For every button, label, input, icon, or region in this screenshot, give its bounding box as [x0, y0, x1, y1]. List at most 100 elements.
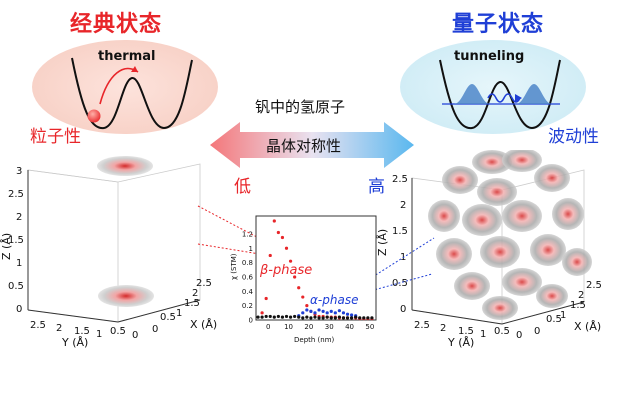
data-point-series-2 — [297, 315, 301, 319]
inset-x-label: Depth (nm) — [294, 336, 335, 344]
data-point-series-1 — [309, 309, 313, 313]
data-point-series-1 — [305, 308, 309, 312]
inset-x-ticks: 0 10 20 30 40 50 — [266, 323, 374, 331]
data-point-series-1 — [333, 311, 337, 315]
data-point-series-1 — [325, 311, 329, 315]
data-point-series-1 — [345, 312, 350, 316]
tunneling-label: tunneling — [454, 49, 524, 64]
svg-text:0: 0 — [16, 304, 22, 315]
inset-y-tick: 0.2 — [242, 302, 253, 310]
svg-text:2: 2 — [192, 288, 198, 299]
particle-nature-label: 粒子性 — [30, 127, 81, 147]
data-point-series-2 — [272, 315, 276, 319]
x-tick-labels: 0 0.5 1 1.5 2 2.5 — [152, 278, 212, 335]
svg-text:2: 2 — [16, 212, 22, 223]
y-axis-label: Y (Å) — [447, 336, 474, 349]
svg-text:2.5: 2.5 — [392, 174, 408, 185]
inset-y-tick: 0.8 — [242, 259, 253, 267]
low-symmetry-label: 低 — [234, 177, 251, 197]
data-point-series-0 — [288, 259, 293, 263]
data-point-series-2 — [354, 315, 358, 319]
z-axis-label: Z (Å) — [0, 233, 13, 260]
svg-text:0.5: 0.5 — [8, 281, 24, 292]
inset-data-points — [256, 219, 374, 321]
svg-text:2: 2 — [440, 323, 446, 334]
plot-axes — [27, 170, 201, 323]
inset-y-tick: 0.6 — [242, 273, 254, 281]
data-point-series-2 — [256, 315, 260, 319]
svg-text:2.5: 2.5 — [30, 320, 46, 331]
data-point-series-2 — [333, 316, 337, 320]
svg-text:0.5: 0.5 — [546, 314, 562, 325]
svg-text:0: 0 — [516, 330, 522, 341]
inset-x-tick: 10 — [284, 323, 293, 331]
data-point-series-1 — [329, 309, 333, 313]
svg-text:0.5: 0.5 — [392, 278, 408, 289]
data-point-series-2 — [284, 314, 289, 319]
svg-text:0.5: 0.5 — [160, 312, 176, 323]
svg-text:1: 1 — [96, 329, 102, 340]
data-point-series-2 — [366, 316, 370, 320]
data-point-series-0 — [268, 253, 272, 258]
data-point-series-0 — [301, 295, 305, 299]
svg-text:0.5: 0.5 — [110, 326, 126, 337]
beta-connector-2 — [197, 243, 273, 257]
data-point-series-1 — [313, 311, 317, 315]
data-point-series-1 — [341, 311, 346, 315]
quantum-title: 量子状态 — [452, 12, 545, 37]
x-tick-labels: 0 0.5 1 1.5 2 2.5 — [534, 280, 602, 337]
data-point-series-0 — [276, 230, 280, 235]
right-3d-plot: 0 0.5 1 1.5 2 2.5 Z (Å) 2.5 2 1.5 1 0.5 … — [376, 150, 602, 349]
inset-x-tick: 30 — [325, 323, 334, 331]
data-point-series-2 — [293, 314, 297, 319]
data-point-series-2 — [313, 315, 317, 319]
svg-text:1: 1 — [176, 308, 182, 319]
svg-text:1: 1 — [480, 329, 486, 340]
hydrogen-in-vanadium-title: 钒中的氢原子 — [255, 98, 346, 116]
data-point-series-1 — [349, 313, 354, 317]
data-point-series-2 — [305, 315, 309, 319]
data-point-series-2 — [329, 316, 333, 320]
inset-x-tick: 0 — [266, 323, 270, 331]
svg-text:1.5: 1.5 — [458, 326, 474, 337]
svg-text:1: 1 — [560, 310, 566, 321]
y-axis-label: Y (Å) — [61, 336, 88, 349]
data-point-series-1 — [317, 308, 321, 312]
svg-text:1.5: 1.5 — [570, 300, 586, 311]
quantum-bubble — [400, 40, 586, 134]
data-point-series-0 — [297, 286, 301, 290]
hydrogen-density-cloud — [428, 150, 592, 320]
inset-y-ticks: 0 0.2 0.4 0.6 0.8 1 1.2 — [242, 230, 254, 324]
svg-text:0: 0 — [400, 304, 406, 315]
data-point-series-1 — [321, 309, 325, 313]
high-symmetry-label: 高 — [368, 177, 385, 197]
data-point-series-2 — [280, 315, 285, 319]
data-point-series-2 — [370, 316, 374, 320]
data-point-series-2 — [358, 316, 362, 320]
svg-text:1: 1 — [16, 258, 22, 269]
inset-y-tick: 1 — [249, 245, 253, 253]
data-point-series-0 — [264, 296, 268, 301]
data-point-series-2 — [301, 316, 305, 320]
classical-title: 经典状态 — [70, 12, 163, 37]
z-tick-labels: 0 0.5 1 1.5 2 2.5 3 — [8, 166, 24, 315]
data-point-series-0 — [284, 246, 289, 250]
tunneling-wave — [487, 93, 521, 103]
inset-depth-chart: 0 0.2 0.4 0.6 0.8 1 1.2 0 10 20 30 40 50… — [230, 215, 377, 344]
svg-text:1.5: 1.5 — [392, 226, 408, 237]
svg-text:1.5: 1.5 — [8, 235, 24, 246]
svg-text:0: 0 — [132, 330, 138, 341]
y-tick-labels: 2.5 2 1.5 1 0.5 0 — [30, 320, 138, 341]
svg-text:0.5: 0.5 — [494, 326, 510, 337]
inset-y-tick: 0.4 — [242, 288, 254, 296]
svg-text:2.5: 2.5 — [414, 320, 430, 331]
data-point-series-2 — [264, 314, 268, 319]
data-point-series-2 — [268, 314, 272, 319]
inset-y-label: χ (STM) — [230, 253, 238, 280]
data-point-series-0 — [280, 235, 285, 240]
left-3d-plot: 0 0.5 1 1.5 2 2.5 3 Z (Å) 2.5 2 1.5 1 0.… — [0, 156, 217, 349]
wavefunction-left — [454, 84, 490, 104]
svg-text:2.5: 2.5 — [196, 278, 212, 289]
data-point-series-2 — [309, 316, 313, 320]
svg-text:2.5: 2.5 — [8, 189, 24, 200]
